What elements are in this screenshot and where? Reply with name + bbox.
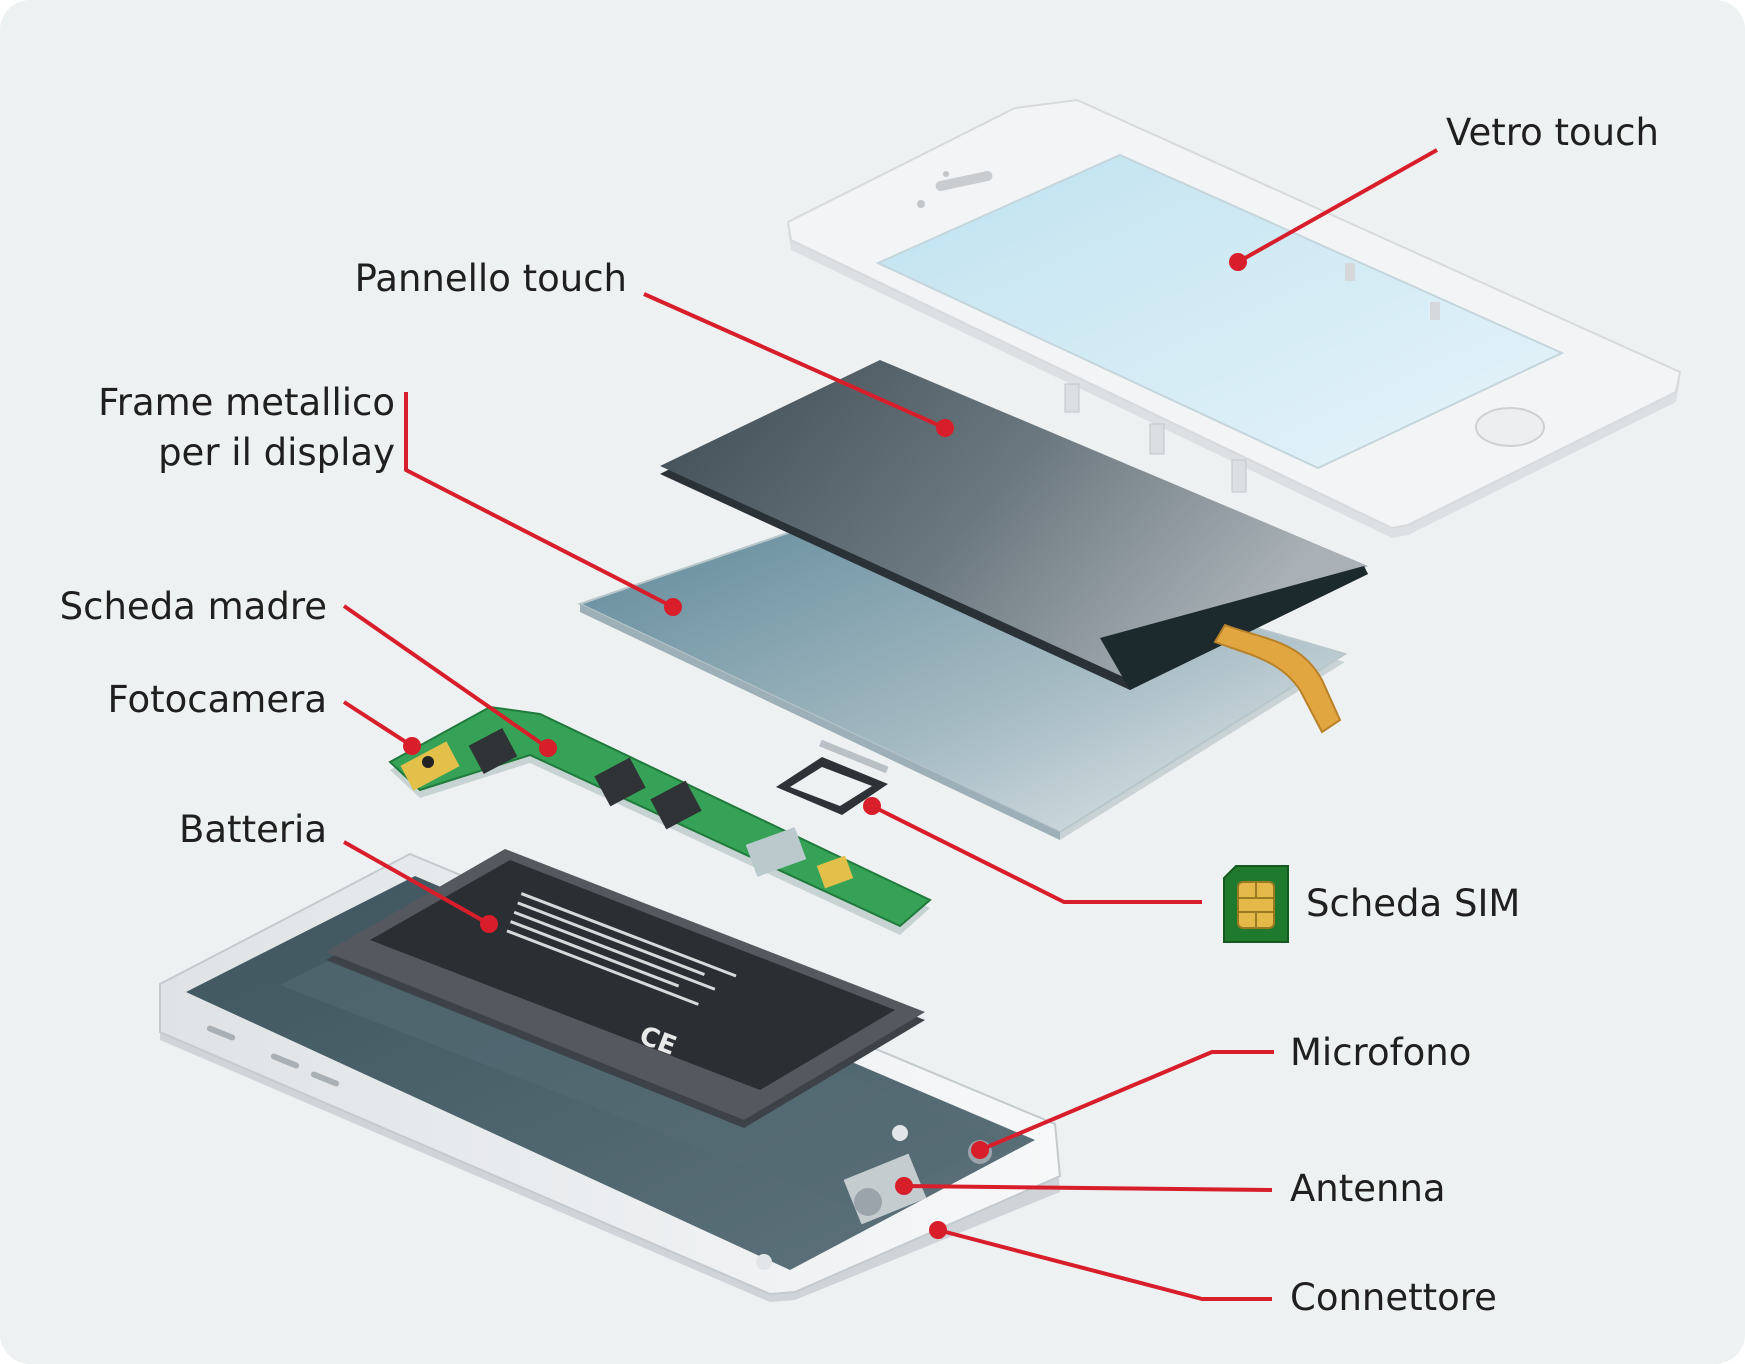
sim-card-icon <box>1223 865 1289 943</box>
dot-antenna <box>895 1177 913 1195</box>
leader-pannello-touch <box>643 292 946 430</box>
dot-microfono <box>971 1141 989 1159</box>
label-scheda-sim: Scheda SIM <box>1306 882 1521 925</box>
leader-microfono <box>979 1050 1274 1152</box>
label-vetro-touch: Vetro touch <box>1446 111 1659 154</box>
dot-scheda-sim <box>863 797 881 815</box>
dot-scheda-madre <box>539 739 557 757</box>
label-frame-line2: per il display <box>158 431 395 474</box>
label-fotocamera: Fotocamera <box>107 678 327 721</box>
earpiece <box>935 171 993 191</box>
motherboard-part <box>388 705 932 935</box>
label-microfono: Microfono <box>1290 1031 1472 1074</box>
leader-frame-metallico <box>404 392 674 609</box>
flex-cable <box>1213 623 1342 734</box>
dot-batteria <box>480 915 498 933</box>
leader-fotocamera <box>342 700 414 748</box>
dot-connettore <box>929 1221 947 1239</box>
leader-antenna <box>903 1184 1273 1192</box>
label-frame-line1: Frame metallico <box>98 381 395 424</box>
leader-connettore <box>937 1228 1272 1301</box>
leader-scheda-madre <box>342 604 550 750</box>
display-frame-part <box>577 508 1348 840</box>
label-antenna: Antenna <box>1290 1167 1446 1210</box>
dot-frame-metallico <box>664 598 682 616</box>
touch-panel-part <box>660 360 1368 734</box>
leader-batteria <box>343 840 490 926</box>
label-scheda-madre: Scheda madre <box>59 585 327 628</box>
dot-fotocamera <box>403 737 421 755</box>
glass-screen <box>875 153 1565 470</box>
label-pannello-touch: Pannello touch <box>354 257 627 300</box>
leader-vetro-touch <box>1237 148 1438 264</box>
dot-vetro-touch <box>1229 253 1247 271</box>
leader-scheda-sim <box>871 804 1202 904</box>
sim-tray-part <box>776 739 889 815</box>
label-batteria: Batteria <box>179 808 327 851</box>
label-connettore: Connettore <box>1290 1276 1497 1319</box>
home-button <box>1475 407 1545 447</box>
dot-pannello-touch <box>936 419 954 437</box>
front-glass-part <box>786 98 1682 538</box>
